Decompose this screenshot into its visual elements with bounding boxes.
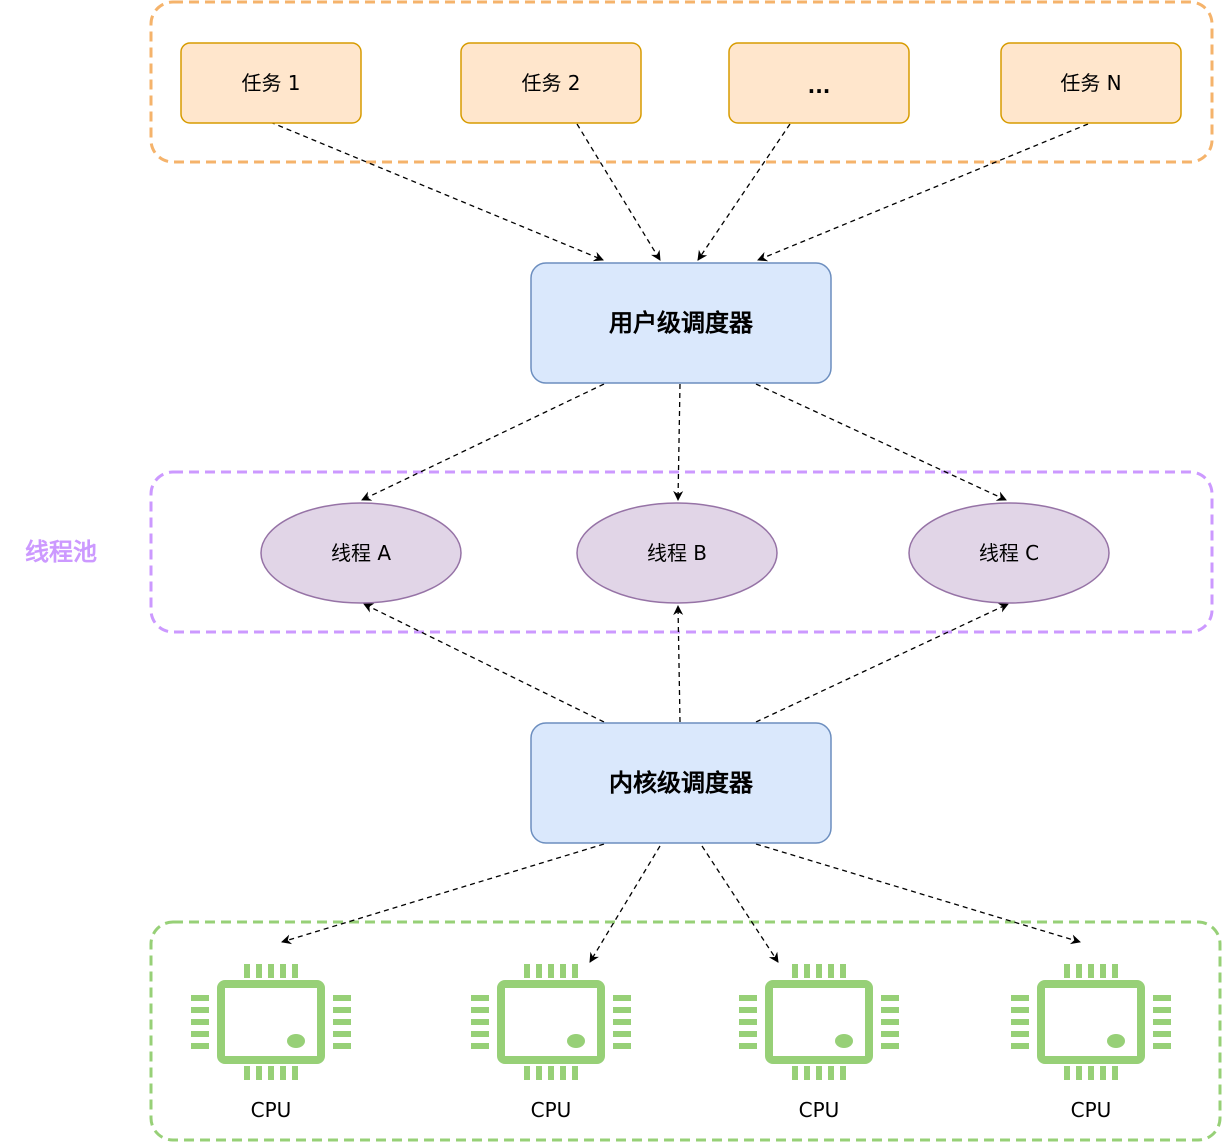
thread-node: 线程 A — [260, 502, 462, 604]
cpu-icon — [1011, 964, 1171, 1080]
thread-node: 线程 C — [908, 502, 1110, 604]
thread-label: 线程 B — [647, 541, 707, 565]
cpu-group — [149, 920, 1222, 1142]
edge-kernel-scheduler-to-thread-b — [673, 605, 684, 723]
edge-task1-to-user-scheduler — [269, 121, 604, 262]
edge-user-scheduler-to-thread-a — [361, 383, 605, 501]
task-node: ... — [728, 42, 910, 124]
edge-taskN-to-user-scheduler — [757, 123, 1089, 262]
cpu-icon — [471, 964, 631, 1080]
cpu-label: CPU — [251, 1098, 292, 1122]
edge-kernel-scheduler-to-cpu-4 — [755, 843, 1081, 945]
edge-task3-to-user-scheduler — [697, 123, 791, 261]
edges — [269, 121, 1089, 963]
edge-kernel-scheduler-to-cpu-2 — [589, 845, 661, 963]
thread-node: 线程 B — [576, 502, 778, 604]
kernel-scheduler-node: 内核级调度器 — [530, 722, 832, 844]
task-node: 任务 1 — [180, 42, 362, 124]
cpu-icon — [191, 964, 351, 1080]
cpu-label: CPU — [531, 1098, 572, 1122]
cpu-icon — [739, 964, 899, 1080]
thread-label: 线程 C — [979, 541, 1039, 565]
edge-user-scheduler-to-thread-b — [673, 383, 684, 501]
task-label: 任务 1 — [241, 71, 300, 95]
cpu-label: CPU — [1071, 1098, 1112, 1122]
edge-kernel-scheduler-to-cpu-3 — [701, 845, 779, 963]
thread-pool-label: 线程池 — [25, 538, 97, 566]
task-label: ... — [808, 74, 831, 98]
task-label: 任务 2 — [521, 71, 580, 95]
task-node: 任务 N — [1000, 42, 1182, 124]
thread-pool-group — [149, 470, 1214, 634]
edge-task2-to-user-scheduler — [576, 123, 661, 261]
task-node: 任务 2 — [460, 42, 642, 124]
thread-label: 线程 A — [331, 541, 391, 565]
task-group — [149, 0, 1214, 164]
edge-kernel-scheduler-to-thread-c — [755, 603, 1009, 723]
edge-kernel-scheduler-to-thread-a — [363, 603, 605, 723]
kernel-scheduler-label: 内核级调度器 — [609, 769, 754, 797]
user-scheduler-label: 用户级调度器 — [609, 309, 754, 337]
user-scheduler-node: 用户级调度器 — [530, 262, 832, 384]
cpu-label: CPU — [799, 1098, 840, 1122]
edge-kernel-scheduler-to-cpu-1 — [281, 843, 605, 945]
edge-user-scheduler-to-thread-c — [755, 383, 1007, 501]
task-label: 任务 N — [1060, 71, 1121, 95]
